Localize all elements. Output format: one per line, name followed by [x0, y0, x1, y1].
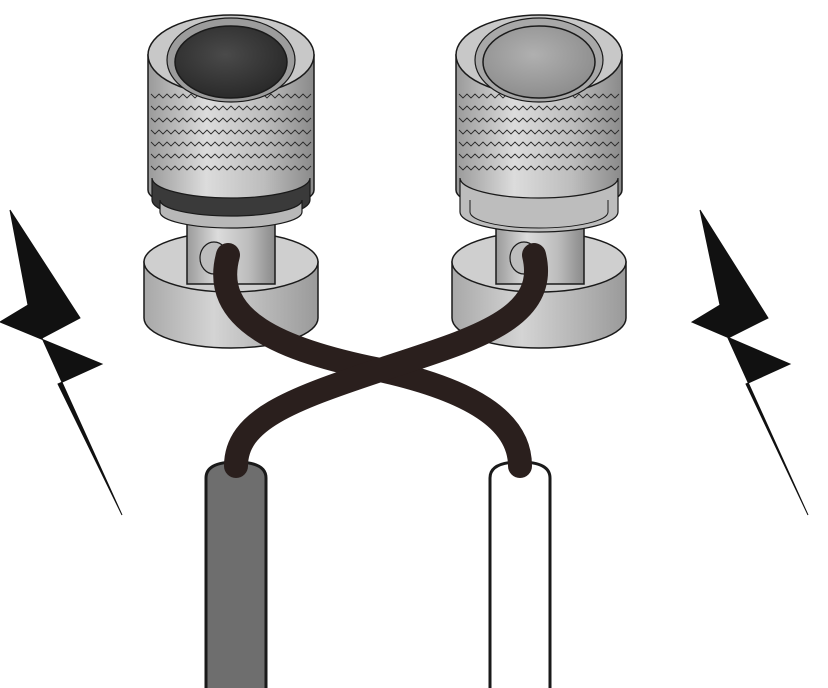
left-post-cap: [147, 14, 315, 103]
knurl-line: [458, 129, 620, 135]
left-post-collar: [159, 199, 303, 229]
right-lightning-icon: [690, 209, 809, 516]
left-post-neck: [186, 221, 276, 285]
knurl-line: [458, 117, 620, 123]
left-binding-post: [143, 14, 319, 349]
knurl-line: [150, 141, 312, 147]
crossed-wires: [213, 243, 548, 478]
knurl-line: [458, 105, 620, 111]
right-post-collar: [459, 177, 619, 233]
knurl-line: [150, 105, 312, 111]
right-lead: [488, 460, 552, 688]
knurl-line: [458, 153, 620, 159]
knurl-line: [458, 141, 620, 147]
left-lead: [204, 460, 268, 688]
knurl-line: [150, 117, 312, 123]
knurl-line: [150, 129, 312, 135]
right-post-cap: [455, 14, 623, 103]
knurl-line: [150, 153, 312, 159]
left-lightning-icon: [0, 209, 123, 516]
knurl-line: [150, 165, 312, 171]
wire-right-post-to-left-lead: [224, 243, 548, 478]
knurl-line: [458, 165, 620, 171]
right-knurl-pattern: [458, 93, 620, 171]
